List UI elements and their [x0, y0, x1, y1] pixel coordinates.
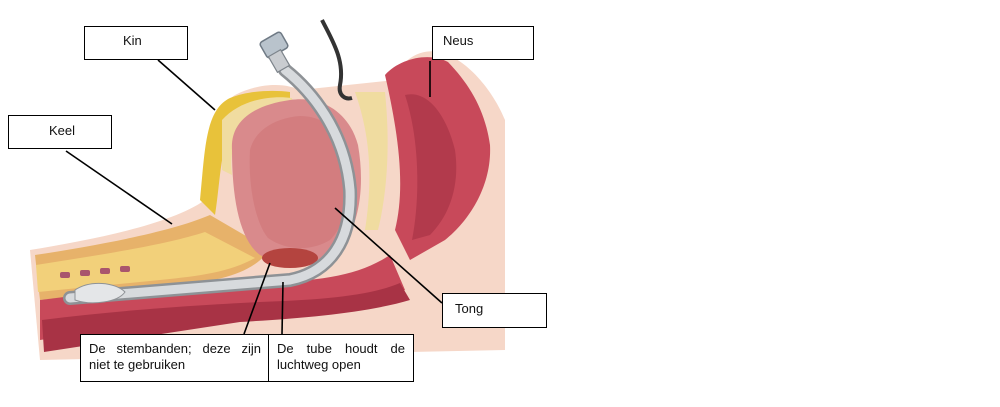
trachea-rings: [60, 266, 130, 278]
pilot-line: [320, 19, 353, 101]
label-neus: Neus: [432, 26, 534, 60]
label-kin: Kin: [84, 26, 188, 60]
label-stembanden: De stembanden; deze zijn niet te gebruik…: [80, 334, 270, 382]
tube-cuff: [74, 283, 126, 304]
label-tong: Tong: [442, 293, 547, 328]
palate-bone: [355, 92, 388, 230]
leader-lines: [65, 59, 443, 335]
label-tube: De tube houdt de luchtweg open: [268, 334, 414, 382]
vocal-cords: [262, 248, 318, 268]
label-keel: Keel: [8, 115, 112, 149]
mandible-bone: [222, 97, 295, 175]
